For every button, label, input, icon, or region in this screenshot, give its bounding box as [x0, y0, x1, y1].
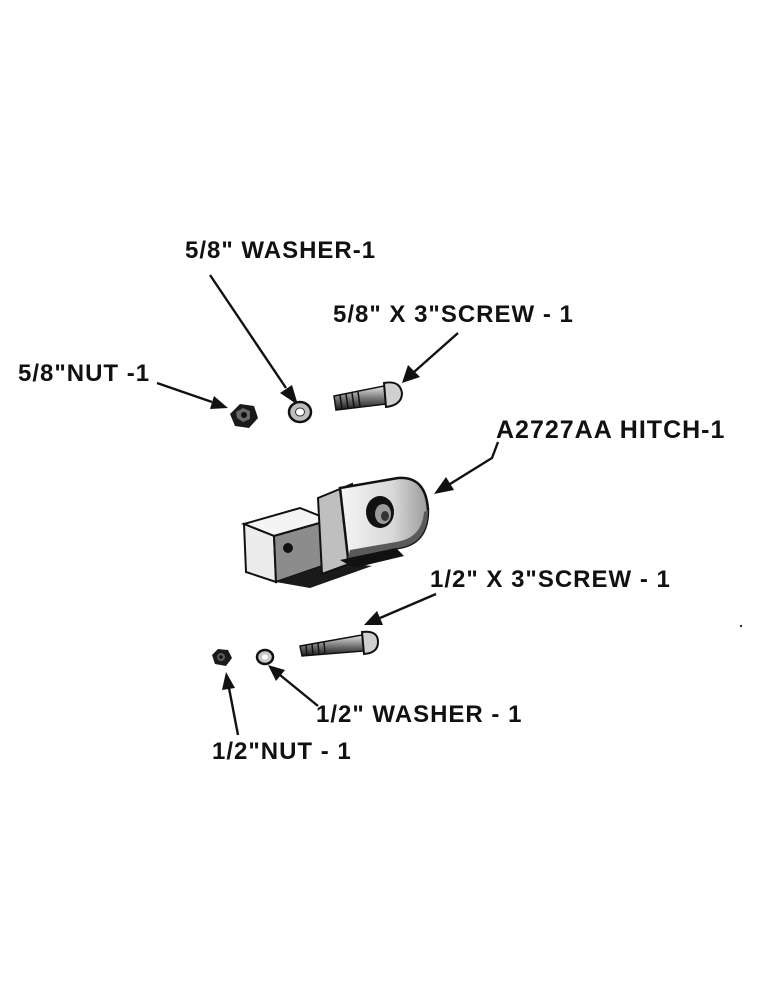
arrow-hitch [434, 441, 500, 494]
washer-1-2-part [255, 648, 275, 666]
hitch-part [240, 476, 430, 588]
arrow-washer-5-8 [209, 274, 298, 405]
arrow-screw-1-2 [364, 592, 437, 625]
label-washer-5-8: 5/8" WASHER-1 [185, 237, 376, 264]
arrow-nut-1-2 [222, 672, 240, 736]
speck [739, 624, 743, 628]
label-screw-5-8: 5/8" X 3"SCREW - 1 [333, 301, 574, 328]
arrow-nut-5-8 [156, 381, 228, 409]
screw-1-2-part [299, 630, 380, 657]
label-screw-1-2: 1/2" X 3"SCREW - 1 [430, 566, 671, 593]
washer-5-8-part [287, 400, 313, 424]
label-nut-1-2: 1/2"NUT - 1 [212, 738, 352, 765]
label-washer-1-2: 1/2" WASHER - 1 [316, 701, 522, 728]
arrow-washer-1-2 [268, 665, 319, 707]
nut-1-2-part [212, 649, 232, 666]
nut-5-8-part [230, 404, 258, 428]
label-hitch: A2727AA HITCH-1 [496, 416, 725, 444]
label-nut-5-8: 5/8"NUT -1 [18, 360, 150, 387]
arrow-screw-5-8 [402, 332, 459, 383]
screw-5-8-part [333, 381, 404, 411]
